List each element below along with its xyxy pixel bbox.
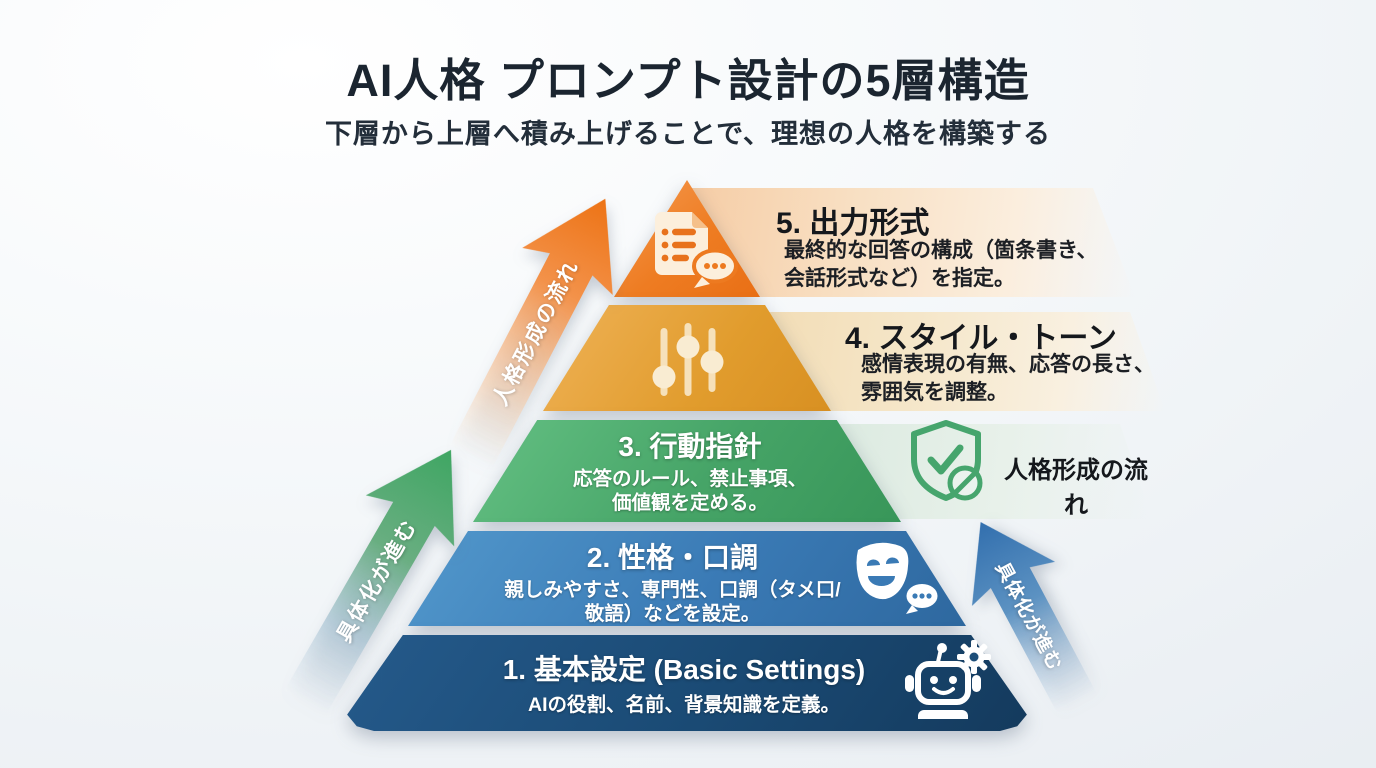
robot-gear-icon [905,640,991,719]
theater-mask-chat-icon [856,542,938,614]
layer2-desc-line1: 親しみやすさ、専門性、口調（タメ口/ [504,579,841,601]
pyramid-layer-3 [473,420,901,522]
layer2-text: 2. 性格・口調 親しみやすさ、専門性、口調（タメ口/ 敬語）などを設定。 [440,536,905,626]
layer5-description: 最終的な回答の構成（箇条書き、 会話形式など）を指定。 [784,237,1098,293]
layer4-title: 4. スタイル・トーン [845,322,1117,355]
page-subtitle: 下層から上層へ積み上げることで、理想の人格を構築する [324,119,1052,149]
shield-note-label: 人格形成の流れ [1004,457,1148,519]
layer5-title: 5. 出力形式 [776,207,930,240]
layer2-title: 2. 性格・口調 [586,542,759,573]
layer3-desc-line2: 価値観を定める。 [611,491,768,514]
layer4-desc-line1: 感情表現の有無、応答の長さ、 [861,353,1155,376]
pyramid-layer-3-shape [473,420,901,522]
layer3-title: 3. 行動指針 [618,431,762,462]
layer4-desc-line2: 雰囲気を調整。 [861,381,1008,404]
shield-check-ban-icon [911,420,983,501]
concretize-right-arrow-icon [972,522,1097,714]
layer5-desc-line1: 最終的な回答の構成（箇条書き、 [784,239,1098,262]
sliders-icon [652,323,724,396]
layer2-desc-line2: 敬語）などを設定。 [584,602,761,625]
flow-arrow-up-icon [449,198,613,469]
layer4-description: 感情表現の有無、応答の長さ、 雰囲気を調整。 [861,351,1155,407]
layer3-text: 3. 行動指針 応答のルール、禁止事項、 価値観を定める。 [475,425,905,515]
concretize-left-arrow-icon [284,449,455,715]
layer1-text: 1. 基本設定 (Basic Settings) AIの役割、名前、背景知識を定… [400,648,968,718]
layer1-title: 1. 基本設定 (Basic Settings) [502,654,866,685]
layer3-desc-line1: 応答のルール、禁止事項、 [572,468,807,490]
gear-icon [957,640,991,674]
document-list-chat-icon [655,212,738,288]
layer5-desc-line2: 会話形式など）を指定。 [784,267,1015,290]
layer1-desc-line1: AIの役割、名前、背景知識を定義。 [527,694,840,716]
layer5-label-band [690,188,1135,297]
page-title: AI人格 プロンプト設計の5層構造 [346,55,1030,106]
